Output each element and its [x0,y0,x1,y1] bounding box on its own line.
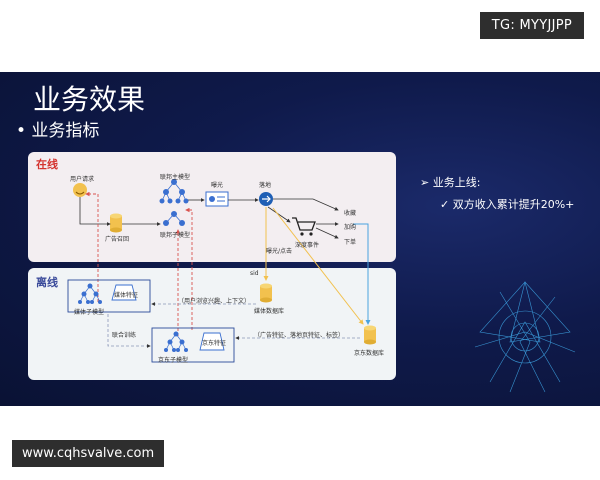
offline-label: 离线 [36,276,58,289]
media-box [67,279,151,313]
jd-sub-model-icon [164,331,188,352]
website-watermark: www.cqhsvalve.com [12,440,165,467]
online-flow-arrows [79,197,339,239]
landing-icon [259,192,273,206]
media-note-label: （用户浏览兴趣、上下文） [178,298,251,305]
tg-watermark: TG: MYYJJPP [479,12,584,39]
red-dashed-arrows [85,191,193,330]
blue-arrow-jd [353,223,371,325]
slide-title: 业务效果 [33,83,146,116]
diagram-graphics [67,179,376,363]
revenue-bullet: ✓ 双方收入累计提升20%+ [440,198,575,211]
sid-label: sid [250,270,259,277]
jd-note-label: （广告特征、落地页特征、标签） [254,332,345,339]
user-request-icon [73,183,87,197]
deep-events-label: 深度事件 [295,242,320,249]
jd-db-icon [364,325,376,345]
joint-training-label: 联合训练 [112,332,137,339]
media-db-label: 媒体数据库 [254,308,285,315]
media-sub-model-label: 媒体子模型 [74,309,105,316]
media-feature-label: 媒体特征 [114,292,139,299]
media-sub-model-icon [78,283,102,304]
jd-feature-icon [199,332,225,351]
yellow-arrow-jd [272,207,364,325]
online-label: 在线 [36,158,58,171]
slide-subtitle: • 业务指标 [16,121,100,141]
slide: 业务效果 • 业务指标 在线 离线 [0,72,600,406]
star-burst-graphic [474,281,576,393]
joint-sub-model-icon [163,211,185,226]
exposure-label: 曝光 [211,182,224,189]
user-request-label: 用户请求 [70,176,95,183]
jd-box [151,327,235,363]
favorite-label: 收藏 [344,210,357,217]
media-db-icon [260,283,272,303]
shopping-cart-icon [292,217,316,236]
architecture-diagram: 在线 离线 [28,152,396,380]
offline-dashed-arrows [107,302,360,348]
joint-main-model-label: 联邦主模型 [160,174,191,181]
joint-sub-model-label: 联邦子模型 [160,232,191,239]
business-online-bullet: ➢ 业务上线: [420,176,481,189]
jd-db-label: 京东数据库 [354,350,385,357]
jd-feature-label: 京东特征 [202,340,227,347]
expose-click-label: 曝光/点击 [266,248,293,255]
joint-main-model-icon [159,179,189,204]
ad-recall-db-icon [110,213,122,233]
landing-label: 落地 [259,182,272,189]
media-feature-icon [111,284,137,301]
jd-sub-model-label: 京东子模型 [158,357,189,364]
ad-recall-label: 广告召回 [105,236,130,243]
add-cart-label: 加购 [344,224,357,231]
exposure-icon [205,191,229,207]
order-label: 下单 [344,239,357,246]
